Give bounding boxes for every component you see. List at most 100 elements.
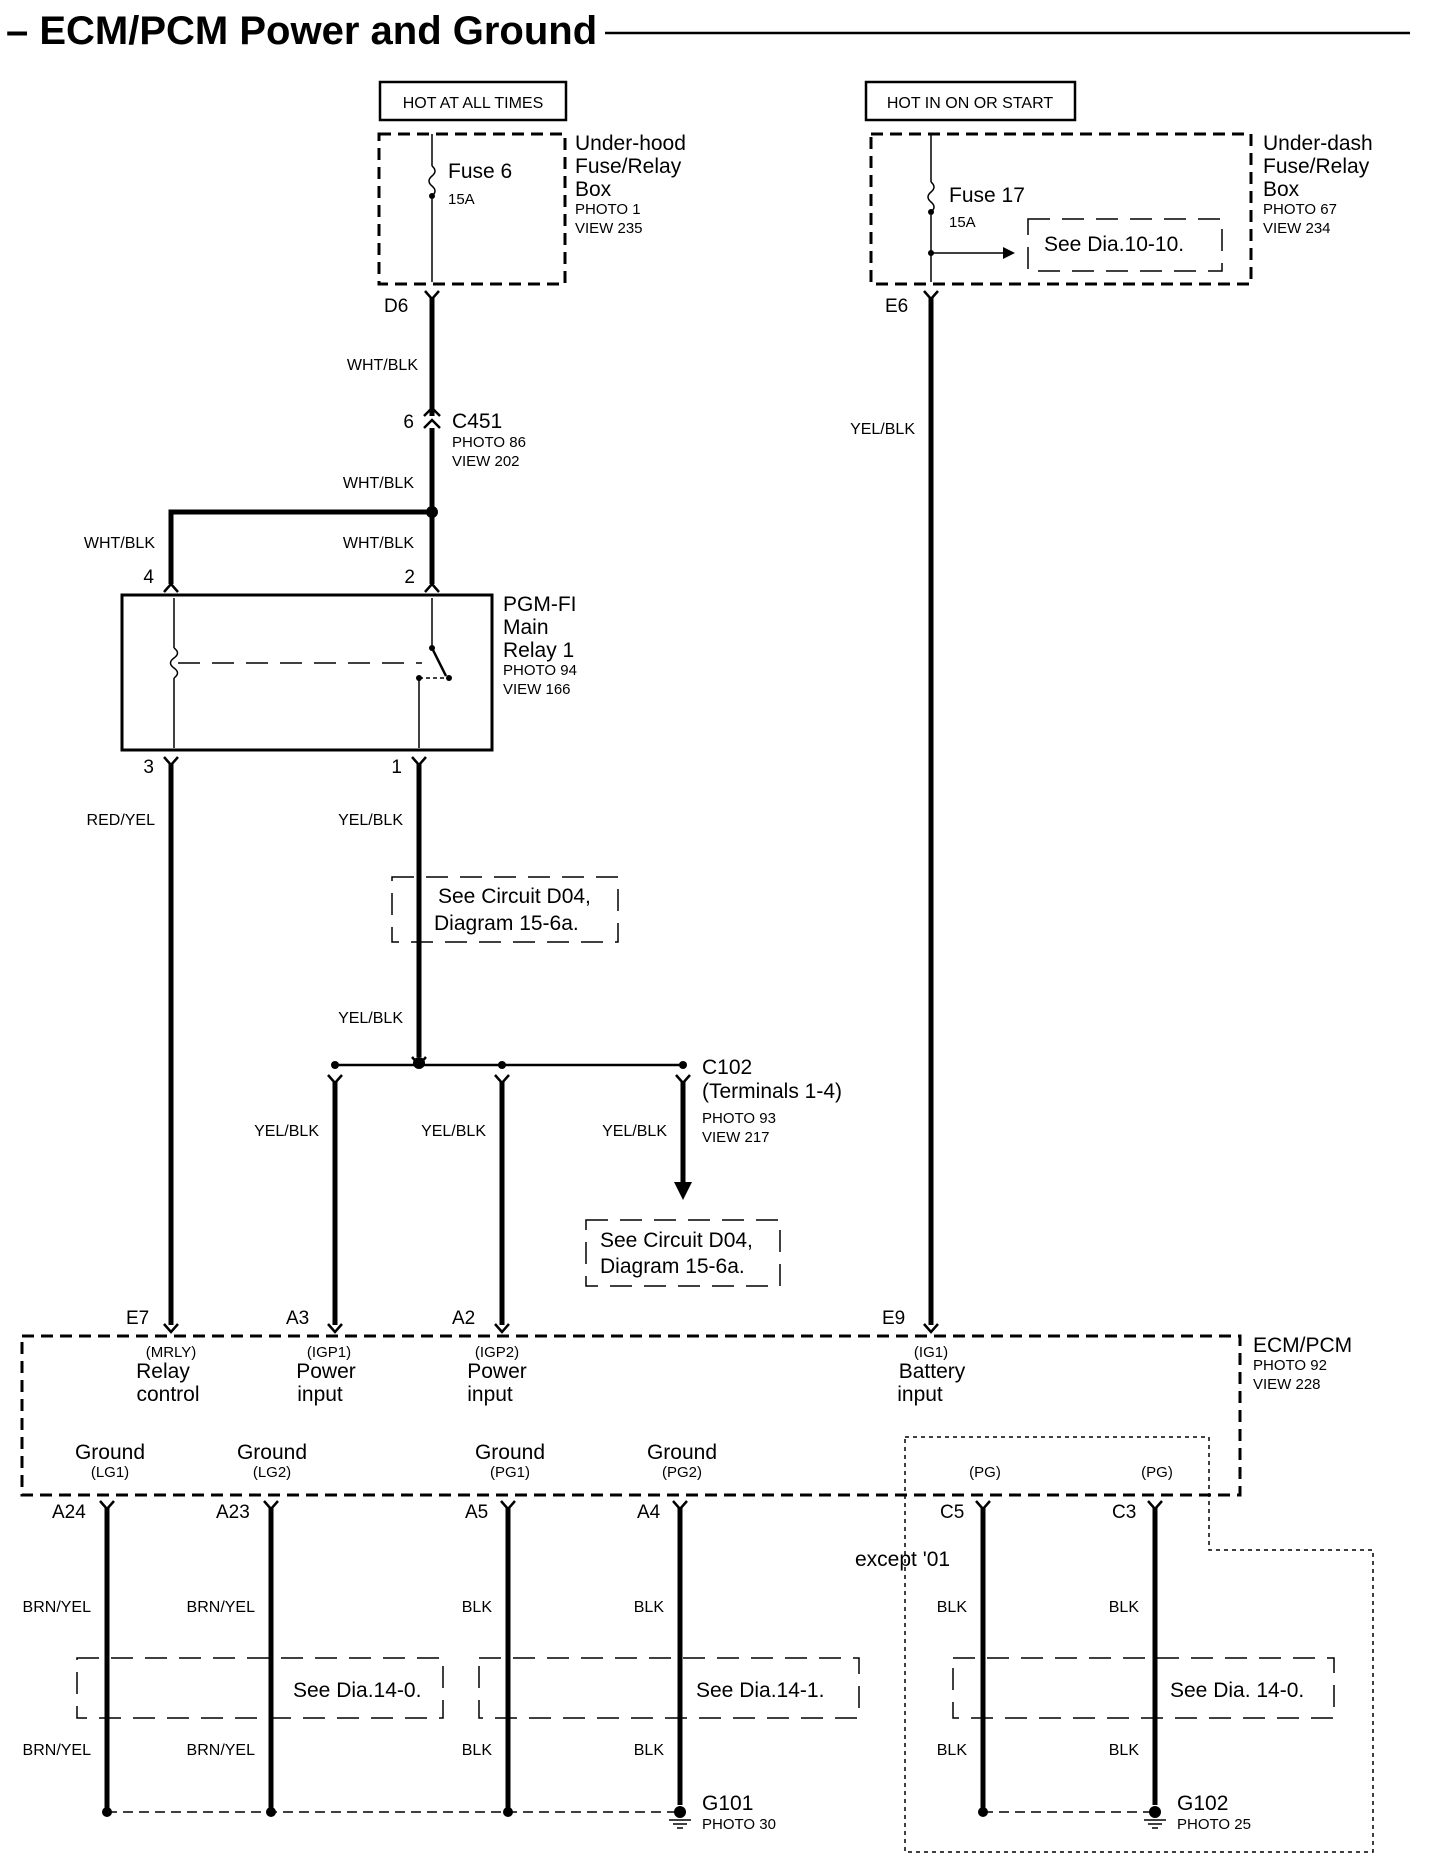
ecm-view: VIEW 228 xyxy=(1253,1376,1321,1393)
relay-coil-symbol xyxy=(169,647,179,679)
wire-label-c102: YEL/BLK xyxy=(602,1123,667,1140)
relay-pin-3: 3 xyxy=(143,757,154,778)
ecm-name: ECM/PCM xyxy=(1253,1334,1352,1357)
ground-pin-c3: C3 xyxy=(1112,1502,1136,1523)
ground-pin-c5: C5 xyxy=(940,1502,964,1523)
ground-wire-pg2-upper: BLK xyxy=(634,1599,665,1616)
hot-at-all-times-label: HOT AT ALL TIMES xyxy=(403,95,544,112)
underdash-box-view: VIEW 234 xyxy=(1263,220,1331,237)
ground-g101-photo: PHOTO 30 xyxy=(702,1816,776,1833)
wire-label-pin1-lower: YEL/BLK xyxy=(338,1010,403,1027)
ecm-ground-pg2-label: Ground xyxy=(647,1441,717,1464)
hot-in-on-or-start-source: HOT IN ON OR START xyxy=(864,80,1077,122)
relay-name-3: Relay 1 xyxy=(503,639,574,662)
c102-view: VIEW 217 xyxy=(702,1129,770,1146)
fuse-17-label: Fuse 17 xyxy=(949,184,1025,207)
circuit-ref-1-line1: See Circuit D04, xyxy=(438,885,591,908)
hot-at-all-times-source: HOT AT ALL TIMES xyxy=(378,80,568,122)
underdash-fuse-box: Fuse 17 15A See Dia.10-10. Under-dash Fu… xyxy=(869,132,1373,286)
ground-pin-a23: A23 xyxy=(216,1502,250,1523)
relay-photo: PHOTO 94 xyxy=(503,662,577,679)
ground-wire-lg1-upper: BRN/YEL xyxy=(23,1599,92,1616)
wire-label-igp2: YEL/BLK xyxy=(421,1123,486,1140)
wire-label-e6: YEL/BLK xyxy=(850,421,915,438)
underhood-box-view: VIEW 235 xyxy=(575,220,643,237)
fuse-6-label: Fuse 6 xyxy=(448,160,512,183)
wire-splice-pin4 xyxy=(168,509,432,584)
ground-wire-c3-lower: BLK xyxy=(1109,1742,1140,1759)
ecm-pin-a2: A2 xyxy=(452,1308,475,1329)
wire-label-igp1: YEL/BLK xyxy=(254,1123,319,1140)
ground-wire-lg2-lower: BRN/YEL xyxy=(187,1742,256,1759)
ecm-pcm-module: ECM/PCM PHOTO 92 VIEW 228 E7 (MRLY) Rela… xyxy=(20,1308,1352,1497)
ground-wire-pg1-lower: BLK xyxy=(462,1742,493,1759)
ecm-ground-lg1-label: Ground xyxy=(75,1441,145,1464)
circuit-ref-1-line2: Diagram 15-6a. xyxy=(434,912,579,935)
circuit-ref-box-1: See Circuit D04, Diagram 15-6a. xyxy=(391,876,619,943)
relay-pin-4: 4 xyxy=(143,567,154,588)
diagram-title: – ECM/PCM Power and Ground xyxy=(6,9,597,53)
ground-pin-a24: A24 xyxy=(52,1502,86,1523)
c102-terminals: (Terminals 1-4) xyxy=(702,1080,842,1103)
ecm-code-mrly: (MRLY) xyxy=(146,1344,197,1361)
relay-name-1: PGM-FI xyxy=(503,593,577,616)
ecm-pin-a3: A3 xyxy=(286,1308,309,1329)
ground-ref-box-2: See Dia.14-1. xyxy=(478,1657,860,1719)
wire-label-pin4: WHT/BLK xyxy=(84,535,155,552)
ecm-input-relay-2: control xyxy=(136,1383,199,1406)
ecm-input-battery-1: Battery xyxy=(899,1360,966,1383)
fuse-6-rating: 15A xyxy=(448,191,475,208)
ground-wire-c5-upper: BLK xyxy=(937,1599,968,1616)
ecm-input-igp2-1: Power xyxy=(467,1360,527,1383)
terminal-e6: E6 xyxy=(885,296,908,317)
connector-c451: 6 C451 PHOTO 86 VIEW 202 xyxy=(403,406,526,470)
ecm-ground-c5-code: (PG) xyxy=(969,1464,1001,1481)
variant-region xyxy=(904,1436,1374,1853)
ecm-input-battery-2: input xyxy=(897,1383,943,1406)
hot-in-on-or-start-label: HOT IN ON OR START xyxy=(887,95,1053,112)
ground-ref-box-1: See Dia.14-0. xyxy=(76,1657,444,1719)
circuit-ref-box-2: See Circuit D04, Diagram 15-6a. xyxy=(585,1219,781,1287)
c102-photo: PHOTO 93 xyxy=(702,1110,776,1127)
c451-photo: PHOTO 86 xyxy=(452,434,526,451)
ecm-ground-pg1-label: Ground xyxy=(475,1441,545,1464)
ground-wire-lg1-lower: BRN/YEL xyxy=(23,1742,92,1759)
ground-wire-pg2-lower: BLK xyxy=(634,1742,665,1759)
underhood-box-photo: PHOTO 1 xyxy=(575,201,641,218)
relay-view: VIEW 166 xyxy=(503,681,571,698)
c451-pin: 6 xyxy=(403,412,414,433)
ground-ref-1: See Dia.14-0. xyxy=(293,1679,421,1702)
ground-ref-3: See Dia. 14-0. xyxy=(1170,1679,1304,1702)
pgm-fi-main-relay: 4 2 PGM-FI Main Relay 1 PHOTO 94 VIEW 16… xyxy=(120,567,577,778)
ecm-ground-c3-code: (PG) xyxy=(1141,1464,1173,1481)
relay-name-2: Main xyxy=(503,616,549,639)
underdash-box-photo: PHOTO 67 xyxy=(1263,201,1337,218)
connector-c102: C102 (Terminals 1-4) PHOTO 93 VIEW 217 xyxy=(702,1056,842,1146)
ecm-ground-lg2-label: Ground xyxy=(237,1441,307,1464)
ground-wires: A24 A23 A5 A4 C5 C3 BRN/YEL BRN/YEL BLK … xyxy=(23,1500,1163,1812)
circuit-ref-2-line1: See Circuit D04, xyxy=(600,1229,753,1252)
ground-wire-pg1-upper: BLK xyxy=(462,1599,493,1616)
relay-pin-2: 2 xyxy=(404,567,415,588)
ecm-input-igp1-1: Power xyxy=(296,1360,356,1383)
ecm-input-igp2-2: input xyxy=(467,1383,513,1406)
relay-contact-arm xyxy=(430,647,448,677)
ecm-pin-e7: E7 xyxy=(126,1308,149,1329)
underhood-box-name-2: Fuse/Relay xyxy=(575,155,682,178)
underdash-box-name-1: Under-dash xyxy=(1263,132,1373,155)
ecm-ground-pg1-code: (PG1) xyxy=(490,1464,530,1481)
ground-wire-c5-lower: BLK xyxy=(937,1742,968,1759)
underdash-box-name-3: Box xyxy=(1263,178,1300,201)
wire-label-d6-c451: WHT/BLK xyxy=(347,357,418,374)
terminal-d6: D6 xyxy=(384,296,408,317)
underhood-box-name-1: Under-hood xyxy=(575,132,686,155)
underdash-box-name-2: Fuse/Relay xyxy=(1263,155,1370,178)
ground-pin-a4: A4 xyxy=(637,1502,661,1523)
c451-name: C451 xyxy=(452,410,502,433)
fuse-6-symbol xyxy=(428,165,436,197)
underhood-box-name-3: Box xyxy=(575,178,612,201)
ecm-code-ig1: (IG1) xyxy=(914,1344,948,1361)
variant-note: except '01 xyxy=(855,1548,950,1571)
ground-wire-lg2-upper: BRN/YEL xyxy=(187,1599,256,1616)
